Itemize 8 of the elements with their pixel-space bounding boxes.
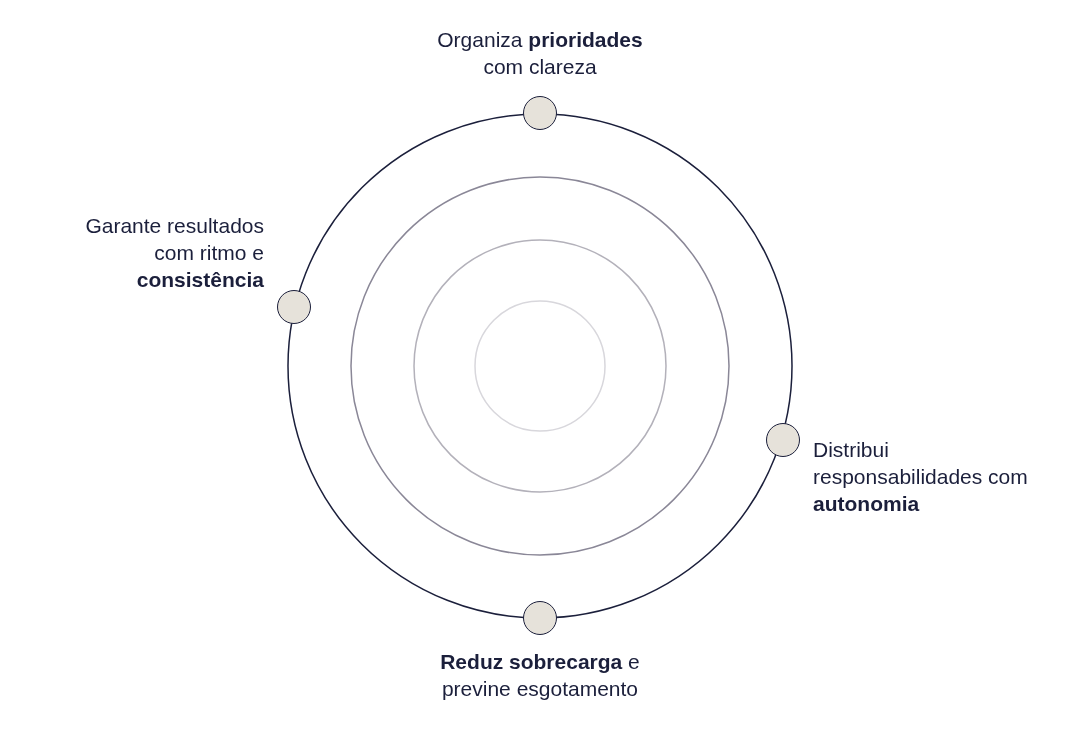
point-label: Garante resultados com ritmo e consistência — [84, 213, 264, 293]
circle-marker — [277, 290, 311, 324]
point-label: Distribui responsabilidades com autonomia — [813, 437, 1029, 517]
circle-marker — [523, 601, 557, 635]
point-label: Organiza prioridades com clareza — [436, 27, 644, 80]
circle-marker — [523, 96, 557, 130]
point-label: Reduz sobrecarga e previne esgotamento — [439, 649, 641, 702]
circle-marker — [766, 423, 800, 457]
